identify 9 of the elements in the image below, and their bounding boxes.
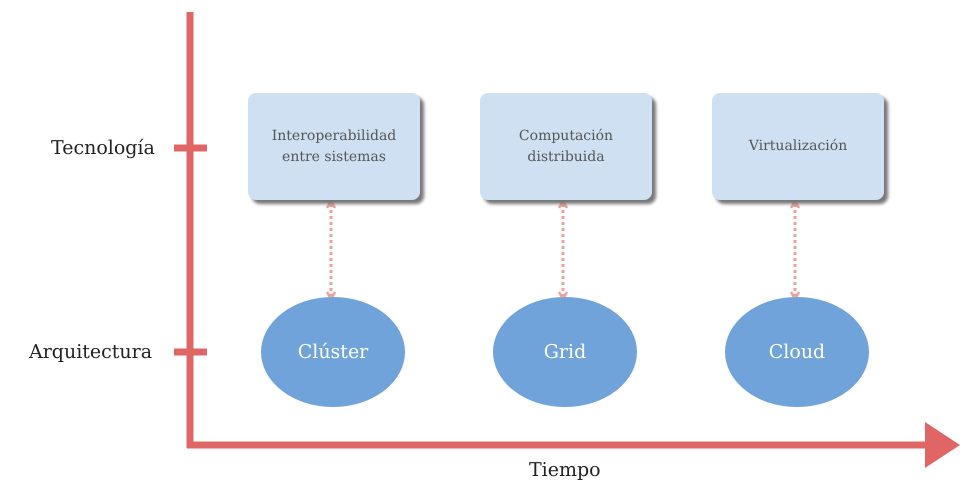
technology-box: Virtualización <box>712 93 884 200</box>
technology-box: Interoperabilidad entre sistemas <box>248 93 420 200</box>
architecture-ellipse: Grid <box>493 297 637 407</box>
architecture-ellipse: Clúster <box>261 297 405 407</box>
technology-box: Computación distribuida <box>480 93 652 200</box>
axis-label: Arquitectura <box>29 341 152 363</box>
architecture-ellipse: Cloud <box>725 297 869 407</box>
axis-label: Tiempo <box>529 459 601 481</box>
axis-label: Tecnología <box>51 137 155 159</box>
